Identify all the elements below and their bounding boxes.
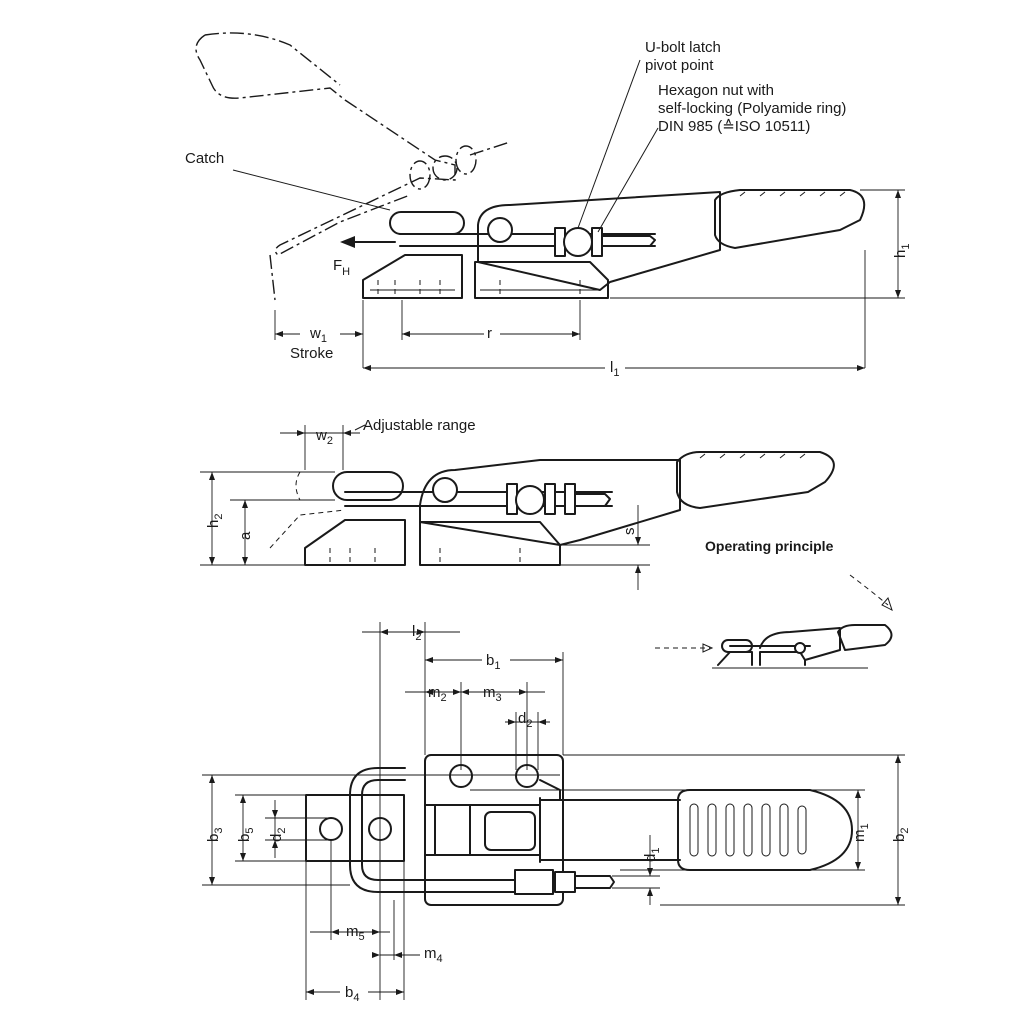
operating-principle-sketch bbox=[655, 574, 893, 669]
dim-l1: l1 bbox=[610, 359, 619, 379]
dim-d1: d1 bbox=[642, 848, 662, 862]
dim-b2: b2 bbox=[891, 828, 911, 842]
catch-leader bbox=[232, 169, 391, 211]
u-bolt bbox=[389, 211, 465, 235]
dim-w1: w1 bbox=[309, 325, 327, 345]
dim-s: s bbox=[621, 528, 638, 536]
dim-r: r bbox=[487, 325, 492, 342]
dim-m2: m2 bbox=[428, 684, 447, 704]
side-view-top: FH Catch U-bolt latch pivot point Hexago… bbox=[185, 32, 912, 379]
adjustable-range-label: Adjustable range bbox=[363, 417, 476, 434]
dim-h1: h1 bbox=[892, 244, 912, 258]
dim-d2-side: d2 bbox=[268, 828, 288, 842]
operating-principle-title: Operating principle bbox=[705, 538, 834, 554]
catch-label: Catch bbox=[185, 150, 224, 167]
top-handle-shaft bbox=[539, 799, 681, 861]
closed-u-bolt bbox=[332, 471, 404, 501]
stroke-label: Stroke bbox=[290, 345, 333, 362]
closed-catch-block bbox=[304, 519, 406, 566]
top-handle-grip bbox=[677, 789, 853, 871]
latch-body bbox=[477, 191, 721, 291]
top-base-plate bbox=[424, 754, 564, 906]
dim-m4: m4 bbox=[424, 945, 443, 965]
dim-m1: m1 bbox=[851, 823, 871, 842]
u-bolt-label-2: pivot point bbox=[645, 57, 714, 74]
dim-b3: b3 bbox=[205, 828, 225, 842]
hexagon-label-1: Hexagon nut with bbox=[658, 82, 774, 99]
dim-m5: m5 bbox=[346, 923, 365, 943]
force-label: FH bbox=[333, 257, 350, 278]
top-u-bolt bbox=[349, 767, 541, 893]
hexagon-label-2: self-locking (Polyamide ring) bbox=[658, 100, 846, 117]
closed-base-plate bbox=[419, 521, 561, 566]
side-view-closed: w2 Adjustable range h2 a s Operating pri… bbox=[200, 417, 835, 590]
closed-handle-grip bbox=[676, 451, 835, 509]
dim-w2: w2 bbox=[315, 427, 333, 447]
catch-block bbox=[362, 254, 463, 299]
dim-d2-top: d2 bbox=[518, 710, 532, 730]
top-hexagon-nut bbox=[514, 869, 554, 895]
handle-grip bbox=[714, 189, 866, 249]
closed-latch-body bbox=[419, 459, 681, 546]
base-plate bbox=[474, 261, 609, 299]
u-bolt-label-1: U-bolt latch bbox=[645, 39, 721, 56]
dim-b5: b5 bbox=[236, 828, 256, 842]
dim-a: a bbox=[237, 531, 254, 540]
dim-b1: b1 bbox=[486, 652, 500, 672]
open-handle-outline bbox=[195, 34, 456, 256]
dim-h2: h2 bbox=[205, 514, 225, 528]
hexagon-label-3: DIN 985 (≙ISO 10511) bbox=[658, 118, 810, 135]
top-catch-plate bbox=[305, 794, 405, 862]
hexagon-leader bbox=[597, 127, 659, 233]
dim-m3: m3 bbox=[483, 684, 502, 704]
dim-b4: b4 bbox=[345, 984, 359, 1004]
dim-l2: l2 bbox=[412, 623, 421, 643]
u-bolt-leader bbox=[577, 59, 641, 229]
top-view: l2 b1 m2 m3 d2 b3 b5 d2 d1 m1 b2 bbox=[202, 622, 911, 1004]
